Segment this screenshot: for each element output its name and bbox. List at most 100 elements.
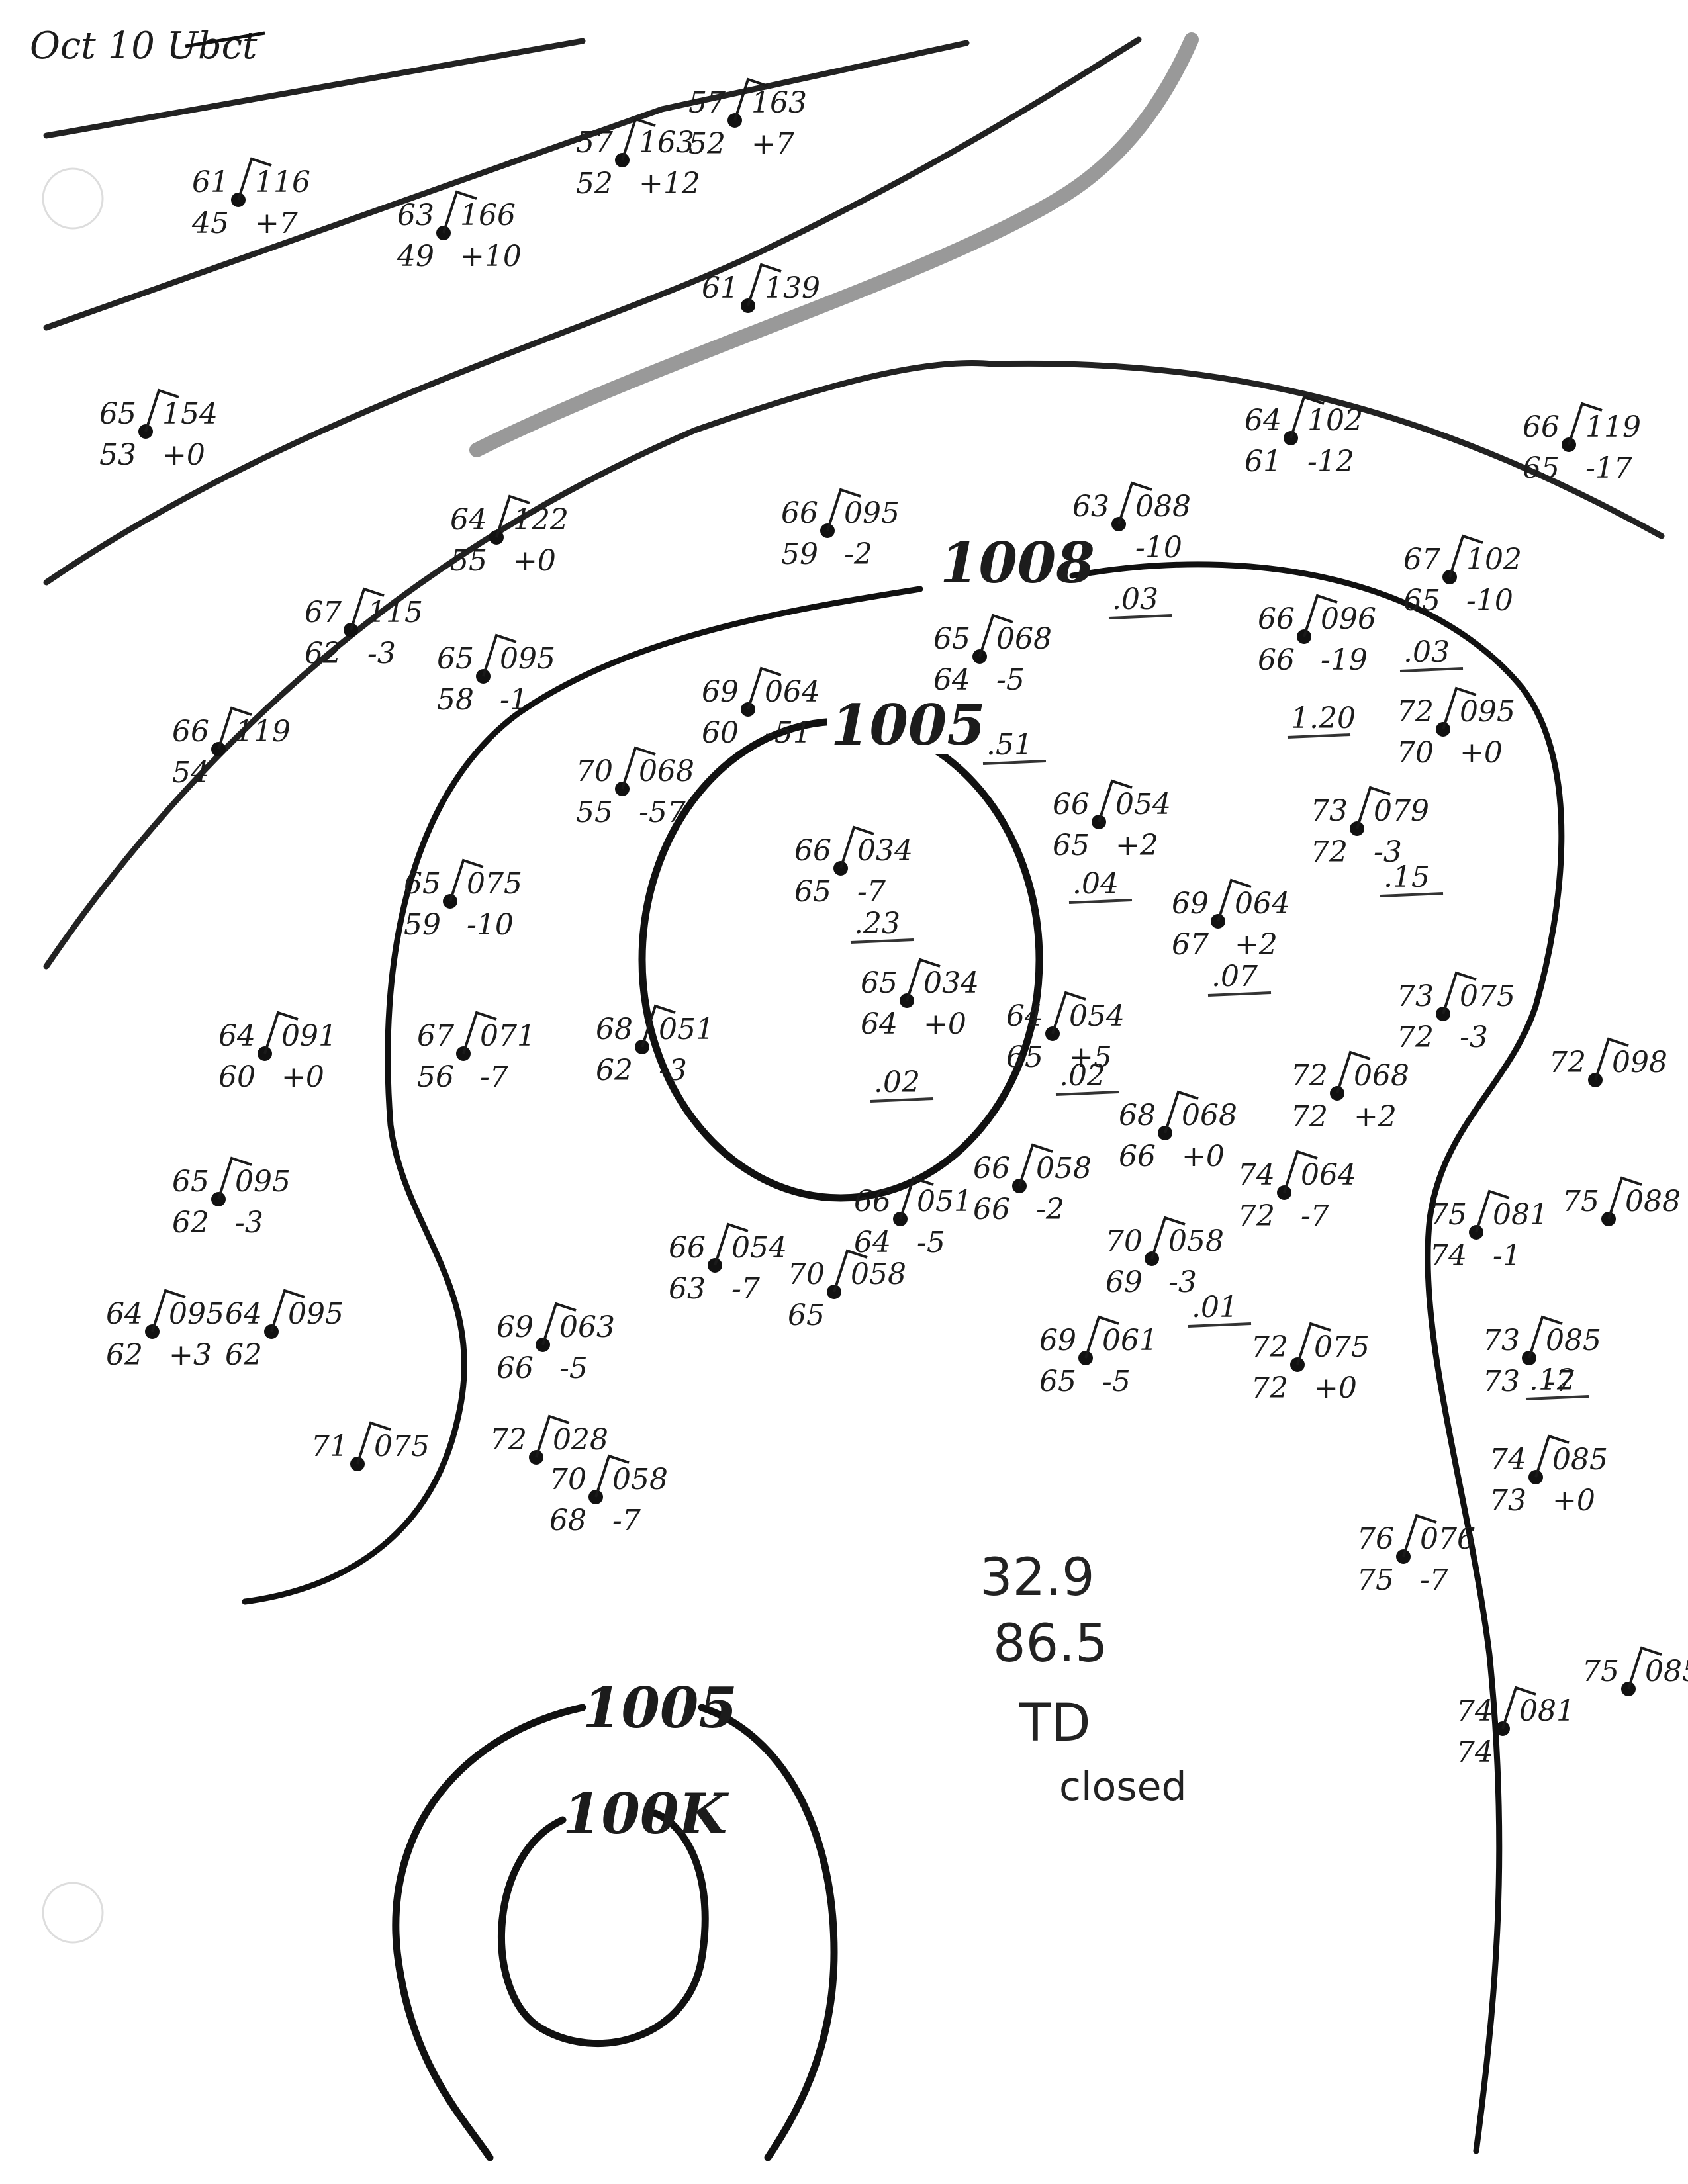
station-br: -2: [1036, 1193, 1064, 1226]
station-bl: 64: [861, 1007, 898, 1041]
station-bl: 65: [1006, 1040, 1043, 1074]
station-br: +0: [923, 1007, 966, 1041]
station-bl: 65: [794, 875, 831, 909]
station-tr: 064: [1235, 887, 1290, 921]
wind-barb: [1296, 1322, 1331, 1365]
station-tr: 058: [1036, 1152, 1092, 1185]
station-tr: 058: [851, 1257, 906, 1291]
station-bl: 69: [1105, 1265, 1143, 1299]
wind-barb: [1356, 786, 1391, 829]
station-tl: 63: [1072, 490, 1109, 523]
station-tr: 058: [1168, 1224, 1224, 1258]
wind-barb: [826, 488, 861, 531]
station-bl: 63: [669, 1272, 706, 1306]
station-tl: 70: [576, 754, 613, 788]
precip-underline: [982, 760, 1047, 765]
station-br: -3: [1168, 1265, 1197, 1299]
station-tr: 068: [1182, 1099, 1237, 1132]
station-plot: 74 081 74: [1456, 1686, 1575, 1769]
station-tl: 63: [397, 199, 434, 232]
precip-underline: [1399, 667, 1464, 672]
wind-barb: [1594, 1037, 1629, 1081]
front-line-4: [43, 359, 1665, 970]
station-bl: 62: [106, 1338, 143, 1372]
station-tl: 67: [417, 1019, 454, 1053]
station-bl: 55: [450, 544, 487, 578]
station-tr: 061: [1102, 1324, 1158, 1357]
wind-barb: [621, 746, 656, 790]
station-tl: 73: [1397, 979, 1434, 1013]
station-tl: 74: [1456, 1694, 1493, 1728]
wind-barb: [1528, 1315, 1563, 1359]
wind-barb: [217, 1156, 252, 1200]
station-tr: 139: [765, 271, 820, 305]
station-br: -10: [1135, 531, 1182, 565]
station-tl: 72: [1397, 695, 1434, 729]
wind-barb: [733, 77, 769, 121]
station-bl: 70: [1397, 736, 1434, 770]
station-bl: 65: [1053, 829, 1090, 862]
station-br: +12: [639, 167, 700, 201]
station-bl: 66: [496, 1351, 534, 1385]
wind-barb: [978, 614, 1013, 657]
station-tl: 66: [1258, 602, 1295, 636]
station-tr: 068: [996, 622, 1052, 656]
station-tr: 119: [1585, 410, 1641, 444]
station-bl: 60: [702, 716, 739, 750]
station-br: -3: [367, 637, 396, 670]
station-bl: 74: [1430, 1239, 1467, 1273]
station-tl: 66: [854, 1185, 891, 1218]
front-line-1: [43, 38, 586, 139]
station-br: +2: [1354, 1100, 1397, 1134]
precip-value: .23: [854, 907, 900, 940]
station-tl: 57: [688, 86, 726, 120]
station-br: -57: [639, 796, 686, 829]
station-bl: 72: [1238, 1199, 1275, 1233]
station-tl: 64: [106, 1297, 143, 1331]
station-bl: 72: [1251, 1371, 1288, 1405]
station-tr: 085: [1546, 1324, 1601, 1357]
station-tl: 61: [702, 271, 739, 305]
wind-barb: [899, 1176, 934, 1220]
wind-barb: [641, 1004, 676, 1048]
station-tr: 095: [844, 496, 900, 530]
precip-value: 1.20: [1291, 702, 1356, 735]
wind-barb: [1448, 534, 1483, 578]
station-tr: 034: [857, 834, 913, 868]
station-tr: 096: [1321, 602, 1376, 636]
station-tl: 72: [1549, 1046, 1586, 1079]
station-tr: 081: [1519, 1694, 1575, 1728]
precip-value: .01: [1192, 1291, 1238, 1324]
station-tr: 095: [500, 642, 555, 676]
wind-barb: [906, 958, 941, 1001]
precip-value: .03: [1403, 635, 1450, 669]
station-bl: 74: [1456, 1735, 1493, 1769]
station-tr: 091: [281, 1019, 337, 1053]
station-tr: 075: [1460, 979, 1515, 1013]
station-bl: 66: [973, 1193, 1010, 1226]
station-tr: 085: [1552, 1443, 1608, 1477]
station-br: -17: [1585, 451, 1632, 485]
